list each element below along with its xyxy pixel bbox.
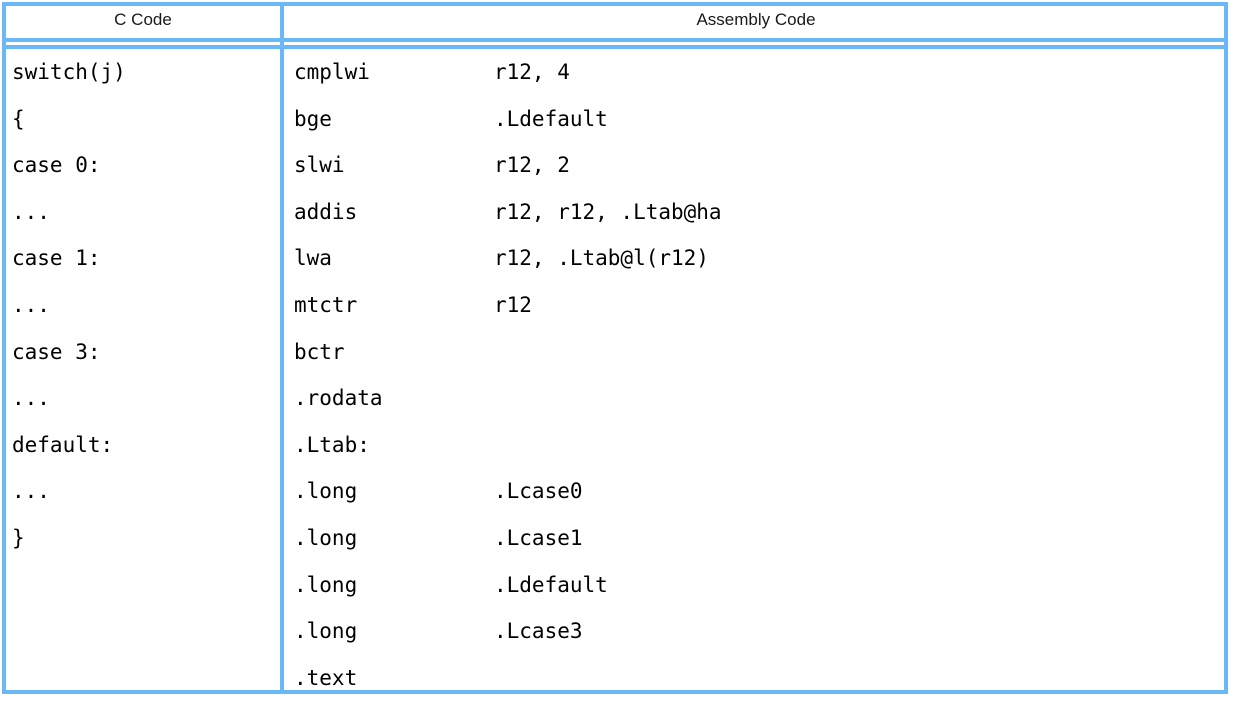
assembly-code-row: bctr: [284, 329, 1228, 376]
c-code-row: default:: [6, 422, 280, 469]
assembly-mnemonic: lwa: [294, 246, 332, 271]
c-code-line: ...: [12, 386, 50, 411]
c-code-line: ...: [12, 479, 50, 504]
c-code-row: ...: [6, 468, 280, 515]
c-code-line: ...: [12, 292, 50, 317]
assembly-code-row: .long .Lcase0: [284, 468, 1228, 515]
header-rule-lower: [2, 45, 1228, 49]
c-code-row: case 0:: [6, 142, 280, 189]
assembly-code-column: cmplwi r12, 4 bge .Ldefault slwi r12, 2 addis r…: [284, 49, 1228, 690]
table-right-border: [1224, 2, 1228, 694]
c-code-line: ...: [12, 199, 50, 224]
assembly-operand: .Ldefault: [494, 572, 608, 597]
assembly-code-row: bge .Ldefault: [284, 96, 1228, 143]
assembly-operand: r12, .Ltab@l(r12): [494, 246, 709, 271]
assembly-operand: r12, 4: [494, 60, 570, 84]
c-code-line: case 0:: [12, 153, 101, 178]
assembly-operand: .Ldefault: [494, 106, 608, 131]
assembly-operand: r12, r12, .Ltab@ha: [494, 199, 722, 224]
assembly-code-row: .long .Lcase3: [284, 608, 1228, 655]
c-code-row: }: [6, 515, 280, 562]
assembly-mnemonic: .Ltab:: [294, 432, 370, 457]
table-left-border: [2, 2, 6, 694]
c-code-line: switch(j): [12, 60, 126, 84]
c-code-row: ...: [6, 189, 280, 236]
c-code-row: {: [6, 96, 280, 143]
c-code-column: switch(j) { case 0:... case 1:... case 3:...…: [6, 49, 280, 690]
assembly-mnemonic: .long: [294, 572, 358, 597]
c-code-row: ...: [6, 375, 280, 422]
c-code-line: default:: [12, 432, 114, 457]
c-code-row: case 1:: [6, 235, 280, 282]
assembly-operand: r12, 2: [494, 153, 570, 178]
assembly-mnemonic: slwi: [294, 153, 345, 178]
code-comparison-table: C Code Assembly Code switch(j) { case 0:..…: [2, 2, 1228, 694]
assembly-mnemonic: .text: [294, 665, 358, 690]
c-code-line: case 1:: [12, 246, 101, 271]
c-code-line: case 3:: [12, 339, 101, 364]
assembly-mnemonic: .long: [294, 525, 358, 550]
assembly-code-row: cmplwi r12, 4: [284, 49, 1228, 96]
assembly-mnemonic: .long: [294, 479, 358, 504]
assembly-mnemonic: .long: [294, 619, 358, 644]
table-bottom-border: [2, 690, 1228, 694]
table-top-border: [2, 2, 1228, 6]
assembly-mnemonic: mtctr: [294, 292, 358, 317]
c-code-row: switch(j): [6, 49, 280, 96]
assembly-operand: .Lcase3: [494, 619, 583, 644]
table-body: switch(j) { case 0:... case 1:... case 3:...…: [2, 49, 1228, 690]
assembly-mnemonic: .rodata: [294, 386, 383, 411]
c-code-row: case 3:: [6, 329, 280, 376]
column-header-c-code: C Code: [114, 10, 172, 29]
assembly-code-row: slwi r12, 2: [284, 142, 1228, 189]
table-header-row: C Code Assembly Code: [2, 2, 1228, 38]
assembly-operand: .Lcase1: [494, 525, 583, 550]
assembly-code-row: .rodata: [284, 375, 1228, 422]
column-divider: [280, 2, 284, 694]
assembly-operand: .Lcase0: [494, 479, 583, 504]
assembly-code-row: addis r12, r12, .Ltab@ha: [284, 189, 1228, 236]
c-code-line: {: [12, 106, 25, 131]
assembly-code-row: .long .Ldefault: [284, 562, 1228, 609]
assembly-operand: r12: [494, 292, 532, 317]
assembly-mnemonic: addis: [294, 199, 358, 224]
assembly-code-row: lwa r12, .Ltab@l(r12): [284, 235, 1228, 282]
assembly-code-row: mtctr r12: [284, 282, 1228, 329]
header-rule-upper: [2, 38, 1228, 42]
c-code-row: ...: [6, 282, 280, 329]
assembly-code-row: .long .Lcase1: [284, 515, 1228, 562]
assembly-mnemonic: bctr: [294, 339, 345, 364]
assembly-mnemonic: cmplwi: [294, 60, 370, 84]
assembly-code-row: .Ltab:: [284, 422, 1228, 469]
assembly-code-row: .text: [284, 655, 1228, 701]
assembly-mnemonic: bge: [294, 106, 332, 131]
column-header-assembly-code: Assembly Code: [696, 10, 816, 29]
c-code-line: }: [12, 525, 25, 550]
